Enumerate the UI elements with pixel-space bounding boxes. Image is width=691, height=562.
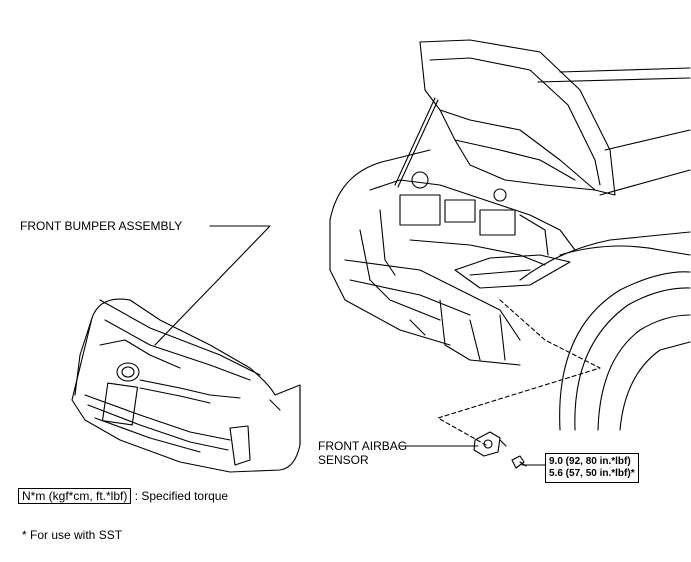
front-wheel [559,271,691,431]
legend-unit-box: N*m (kgf*cm, ft.*lbf) [18,488,132,504]
fog-light [229,425,251,466]
hood [419,39,616,196]
vehicle-drawing [329,39,691,446]
license-plate [101,382,139,426]
airbag-sensor-drawing [473,431,527,469]
airbag-label-line1: FRONT AIRBAG [318,439,408,453]
emblem [116,362,140,382]
hood-prop-rod [394,97,436,186]
bumper-leader [154,225,271,346]
front-airbag-sensor-label: FRONT AIRBAG SENSOR [318,439,428,467]
legend-text: : Specified torque [134,489,229,503]
legend: N*m (kgf*cm, ft.*lbf) : Specified torque [18,488,228,504]
front-bumper-drawing [71,298,301,473]
headlight [454,254,571,289]
front-bumper-label: FRONT BUMPER ASSEMBLY [20,219,183,233]
sensor-location-leader [437,299,601,446]
airbag-label-line2: SENSOR [318,453,369,467]
torque-spec-box: 9.0 (92, 80 in.*lbf) 5.6 (57, 50 in.*lbf… [545,453,639,483]
torque-spec-line1: 9.0 (92, 80 in.*lbf) [549,456,631,467]
engine-bay [369,179,576,251]
bolt [511,455,525,469]
footnote: * For use with SST [22,528,123,542]
torque-spec-line2: 5.6 (57, 50 in.*lbf)* [549,468,635,479]
